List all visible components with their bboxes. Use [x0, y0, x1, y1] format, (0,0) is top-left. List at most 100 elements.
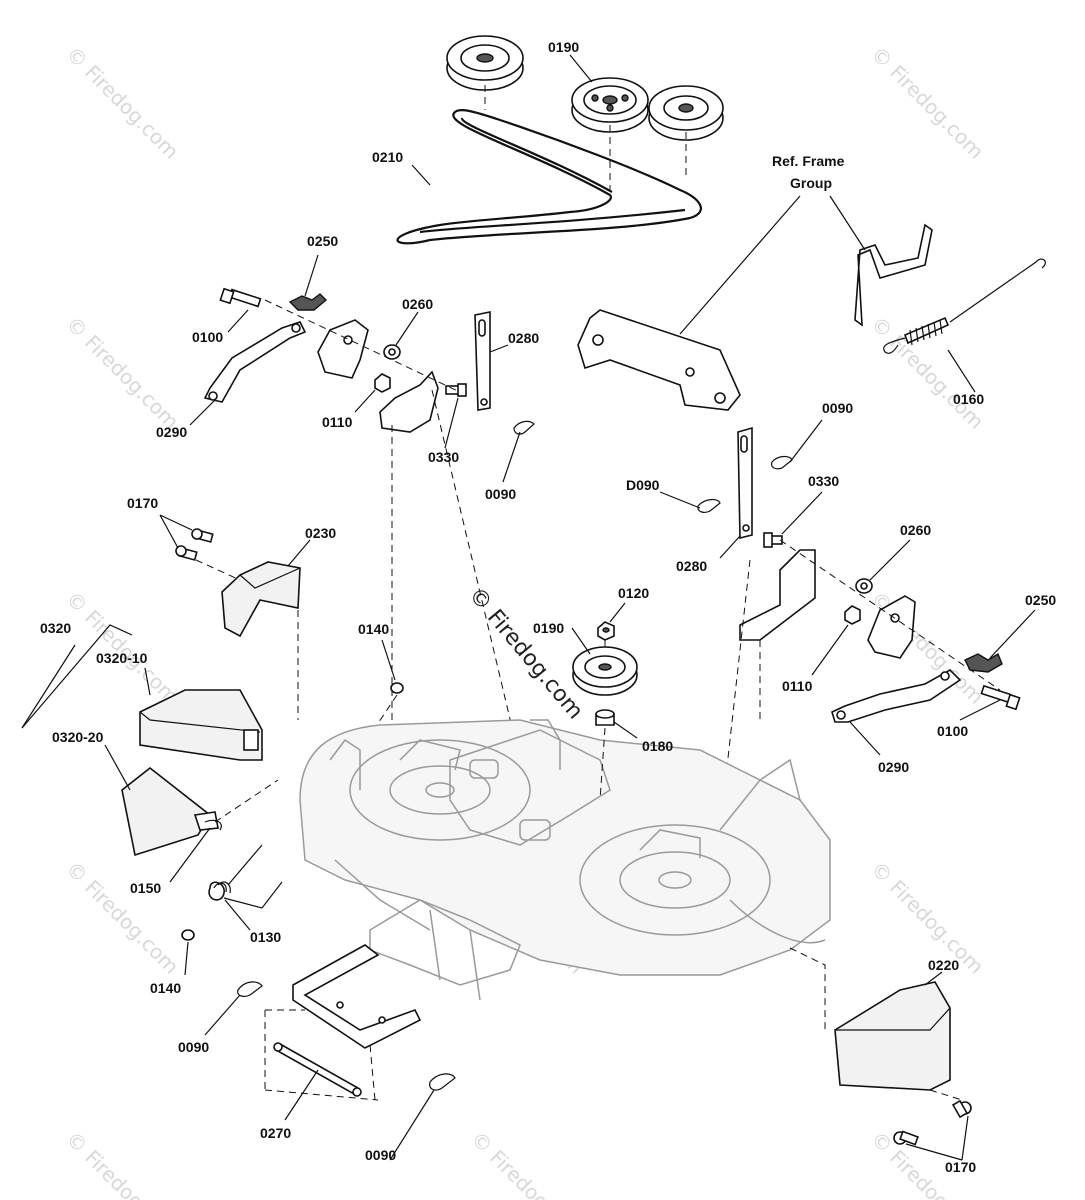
- watermark: © Firedog.com: [61, 312, 183, 434]
- label-ref-frame-line2: Group: [790, 175, 832, 191]
- label-0110-right: 0110: [782, 678, 813, 694]
- nut-0140-bottom: [181, 929, 195, 941]
- label-0090-bottom: 0090: [365, 1147, 396, 1163]
- label-0140-bottom: 0140: [150, 980, 181, 996]
- nut-0120: [597, 621, 615, 641]
- label-0320-10: 0320-10: [96, 650, 148, 666]
- nut-0110-left: [374, 373, 391, 393]
- label-0330-right: 0330: [808, 473, 839, 489]
- pulley-right-top: [648, 85, 724, 141]
- label-0250-left: 0250: [307, 233, 338, 249]
- right-bracket-group: [697, 426, 1021, 831]
- label-0170-top: 0170: [127, 495, 158, 511]
- rod-0270: [264, 1042, 379, 1101]
- label-0290-right: 0290: [878, 759, 909, 775]
- label-0160: 0160: [953, 391, 984, 407]
- spring-0160: [883, 258, 1046, 354]
- spring-0130: [208, 844, 283, 909]
- bolt-0330-right: [763, 532, 783, 548]
- label-ref-frame-line1: Ref. Frame: [772, 153, 845, 169]
- label-0090-bottom-left: 0090: [178, 1039, 209, 1055]
- bolt-0330-left: [445, 383, 467, 397]
- label-0320-20: 0320-20: [52, 729, 104, 745]
- label-0180: 0180: [642, 738, 673, 754]
- left-shields-group: [121, 528, 404, 941]
- label-0210: 0210: [372, 149, 403, 165]
- screw-0170-bottom-b: [893, 1130, 919, 1146]
- pin-0090-left: [513, 420, 535, 435]
- label-0230: 0230: [305, 525, 336, 541]
- label-0100-right: 0100: [937, 723, 968, 739]
- screw-0170-top-b: [175, 545, 198, 561]
- label-0120: 0120: [618, 585, 649, 601]
- bolt-0100-right: [980, 684, 1021, 711]
- pin-0090-bottom-left: [237, 981, 263, 997]
- top-pulleys-belt-group: [396, 35, 724, 245]
- label-0090-left: 0090: [485, 486, 516, 502]
- center-watermark: © Firedog.com: [463, 583, 587, 724]
- label-0140-top: 0140: [358, 621, 389, 637]
- wing-nut-0250-right: [964, 652, 1003, 673]
- label-0270: 0270: [260, 1125, 291, 1141]
- deck-bracket-right: [739, 549, 816, 641]
- ref-frame-group: [577, 223, 933, 411]
- pin-0090-right-top: [771, 455, 793, 470]
- pin-0090-bottom: [429, 1073, 456, 1091]
- mower-deck: [299, 719, 831, 1001]
- front-hitch: [264, 944, 422, 1101]
- watermark: © Firedog.com: [61, 1127, 183, 1200]
- watermark: © Firedog.com: [61, 857, 183, 979]
- bracket-0110-plate: [317, 319, 369, 379]
- label-0280-right: 0280: [676, 558, 707, 574]
- shield-0230: [221, 561, 301, 638]
- label-0110-left: 0110: [322, 414, 353, 430]
- label-0090-right-mid: D090: [626, 477, 660, 493]
- label-0100-left: 0100: [192, 329, 223, 345]
- pulley-top-left: [446, 35, 524, 91]
- label-0260-right: 0260: [900, 522, 931, 538]
- cover-0320-10: [139, 689, 263, 761]
- screw-0170-top-a: [191, 528, 214, 543]
- label-0170-bottom: 0170: [945, 1159, 976, 1175]
- pulley-0190-center: [572, 646, 638, 696]
- link-0280-right: [737, 426, 753, 540]
- link-0280-left: [474, 311, 491, 411]
- bracket-plate-right: [867, 595, 916, 659]
- label-0150: 0150: [130, 880, 161, 896]
- screws-0170-bottom: [893, 1089, 972, 1146]
- clip-0150: [204, 819, 222, 831]
- washer-0260-left: [383, 344, 401, 360]
- deck-bracket-left: [379, 370, 439, 433]
- arm-0290-left: [203, 321, 307, 403]
- cover-0320-20: [121, 766, 219, 857]
- screw-0170-bottom-a: [951, 1099, 972, 1119]
- label-0190-mid: 0190: [533, 620, 564, 636]
- watermark: © Firedog.com: [866, 42, 988, 164]
- watermark: © Firedog.com: [61, 42, 183, 164]
- label-0280-left: 0280: [508, 330, 539, 346]
- leader-lines: [21, 54, 1036, 1161]
- label-0220: 0220: [928, 957, 959, 973]
- bolt-0100-left: [219, 287, 262, 308]
- pin-0090-right-mid: [697, 499, 721, 513]
- label-0090-right-top: 0090: [822, 400, 853, 416]
- left-bracket-group: [203, 287, 535, 741]
- nut-0110-right: [844, 605, 861, 625]
- watermark: © Firedog.com: [466, 1127, 588, 1200]
- label-0190-top: 0190: [548, 39, 579, 55]
- label-0250-right: 0250: [1025, 592, 1056, 608]
- label-0330-left: 0330: [428, 449, 459, 465]
- part-labels: 0190 0210 Ref. Frame Group 0250 0100 026…: [40, 39, 1056, 1175]
- spacer-0180: [595, 709, 615, 726]
- label-0130: 0130: [250, 929, 281, 945]
- label-0290-left: 0290: [156, 424, 187, 440]
- label-0260-left: 0260: [402, 296, 433, 312]
- watermark: © Firedog.com: [61, 587, 183, 709]
- nut-0140-top: [390, 682, 404, 694]
- arm-0290-right: [831, 669, 962, 723]
- label-0320: 0320: [40, 620, 71, 636]
- pulley-0190-top: [571, 77, 649, 133]
- washer-0260-right: [855, 578, 873, 594]
- shield-0220: [789, 947, 951, 1091]
